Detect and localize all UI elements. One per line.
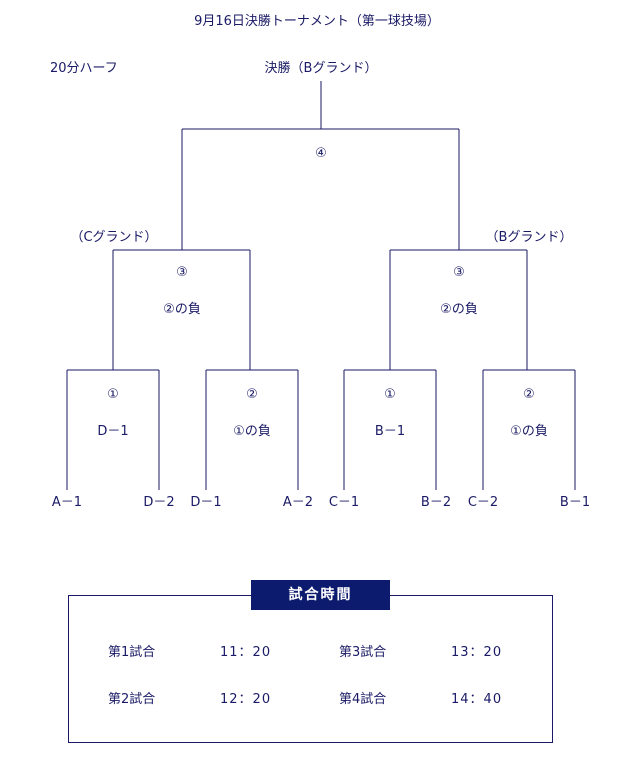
round1-match-1: ①	[107, 387, 119, 402]
page-title: 9月16日決勝トーナメント（第一球技場）	[194, 14, 440, 29]
left-ground-label: （Cグランド）	[70, 230, 158, 245]
round1-match-3: ①	[384, 387, 396, 402]
round1-desc-3: B－1	[374, 424, 406, 439]
schedule-match-4: 第4試合	[339, 692, 387, 707]
round1-desc-1: D－1	[97, 424, 129, 439]
schedule-match-2: 第2試合	[108, 692, 156, 707]
right-semi-box	[389, 249, 528, 370]
team-6: B－2	[420, 495, 452, 510]
schedule-title: 試合時間	[251, 580, 390, 610]
team-7: C－2	[467, 495, 499, 510]
round1-match-4: ②	[523, 387, 535, 402]
schedule-time-1: 11：20	[220, 645, 272, 660]
schedule-match-1: 第1試合	[108, 645, 156, 660]
round1-desc-2: ①の負	[233, 424, 271, 439]
left-semi-box	[112, 249, 251, 370]
schedule-time-4: 14：40	[451, 692, 503, 707]
round1-box-4	[482, 369, 576, 490]
final-line	[181, 81, 460, 250]
round1-box-1	[66, 369, 160, 490]
round1-desc-4: ①の負	[510, 424, 548, 439]
left-semi-desc: ②の負	[163, 302, 201, 317]
schedule-box	[68, 595, 553, 743]
team-8: B－1	[559, 495, 591, 510]
final-label: 決勝（Bグランド）	[264, 61, 378, 76]
team-1: A－1	[51, 495, 83, 510]
round1-box-3	[343, 369, 437, 490]
schedule-time-2: 12：20	[220, 692, 272, 707]
right-ground-label: （Bグランド）	[485, 230, 573, 245]
right-semi-match: ③	[453, 265, 465, 280]
left-semi-match: ③	[176, 265, 188, 280]
round1-box-2	[205, 369, 299, 490]
team-5: C－1	[328, 495, 360, 510]
round1-match-2: ②	[246, 387, 258, 402]
schedule-match-3: 第3試合	[339, 645, 387, 660]
team-3: D－1	[190, 495, 222, 510]
final-match-number: ④	[315, 146, 327, 161]
team-2: D－2	[143, 495, 175, 510]
duration-label: 20分ハーフ	[50, 61, 118, 76]
right-semi-desc: ②の負	[440, 302, 478, 317]
schedule-time-3: 13：20	[451, 645, 503, 660]
team-4: A－2	[282, 495, 314, 510]
